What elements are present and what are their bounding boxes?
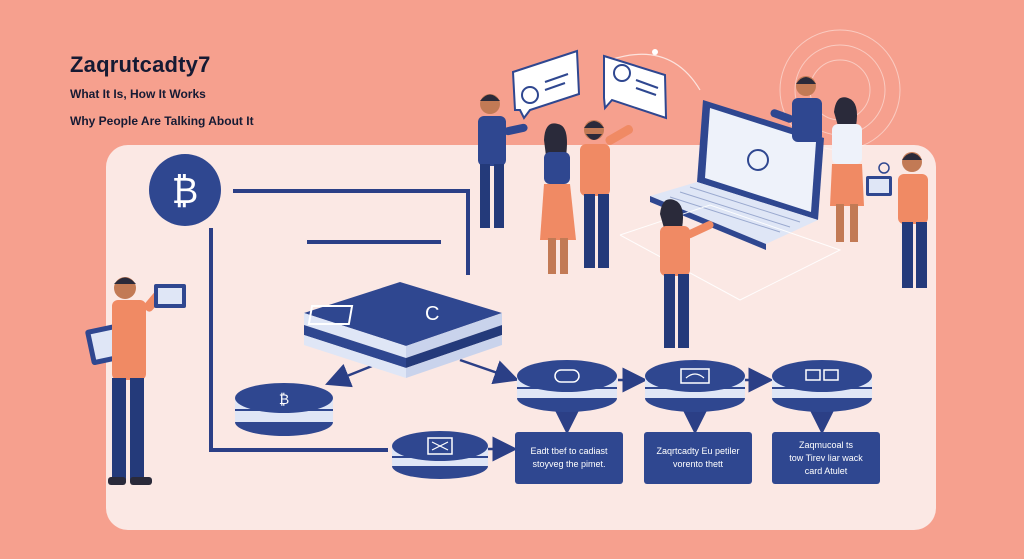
step-label-1-line-2: stoyveg the pimet. — [532, 459, 606, 469]
svg-text:₿: ₿ — [172, 170, 199, 211]
central-platform: C — [304, 282, 502, 378]
person-far-right — [898, 152, 928, 288]
bitcoin-icon: ₿ — [149, 154, 221, 226]
svg-text:C: C — [425, 303, 439, 325]
step-label-3-line-3: card Atulet — [804, 465, 848, 476]
bitcoin-disk: ₿ — [235, 383, 333, 436]
person-bearded — [580, 120, 634, 268]
step-disk-1 — [517, 360, 617, 412]
person-left — [85, 277, 186, 485]
page-title: Zaqrutcadty7 — [70, 52, 211, 77]
person-woman-center — [660, 199, 714, 348]
step-disk-2 — [645, 360, 745, 412]
orbit-dot — [652, 49, 658, 55]
document-disk — [392, 431, 488, 479]
speech-bubble-left — [511, 49, 581, 120]
subtitle-line-2: Why People Are Talking About It — [70, 114, 254, 128]
step-label-2-line-2: vorento thett — [672, 459, 724, 469]
speech-bubble-right — [603, 54, 668, 120]
person-woman-dress — [540, 123, 576, 274]
person-woman-right — [830, 97, 864, 242]
step-label-3-line-1: Zaqmucoal ts — [798, 439, 854, 450]
person-blue-shirt — [478, 94, 528, 228]
step-disk-3 — [772, 360, 872, 412]
svg-text:₿: ₿ — [279, 391, 289, 407]
person-top-right — [770, 76, 822, 142]
connector-lines — [209, 189, 470, 452]
subtitle-line-1: What It Is, How It Works — [70, 87, 206, 101]
step-label-1: Eadt tbef to cadiast stoyveg the pimet. — [515, 432, 623, 484]
orbit-line — [609, 53, 701, 91]
tablet-icon-right — [866, 162, 892, 196]
step-label-2: Zaqrtcadty Eu petiler vorento thett — [644, 432, 752, 484]
step-label-3: Zaqmucoal ts tow Tirev liar wack card At… — [772, 432, 880, 484]
flow-arrows — [325, 358, 835, 462]
step-label-2-line-1: Zaqrtcadty Eu petiler — [656, 446, 740, 456]
step-label-3-line-2: tow Tirev liar wack — [789, 452, 863, 463]
step-label-1-line-1: Eadt tbef to cadiast — [530, 446, 608, 456]
